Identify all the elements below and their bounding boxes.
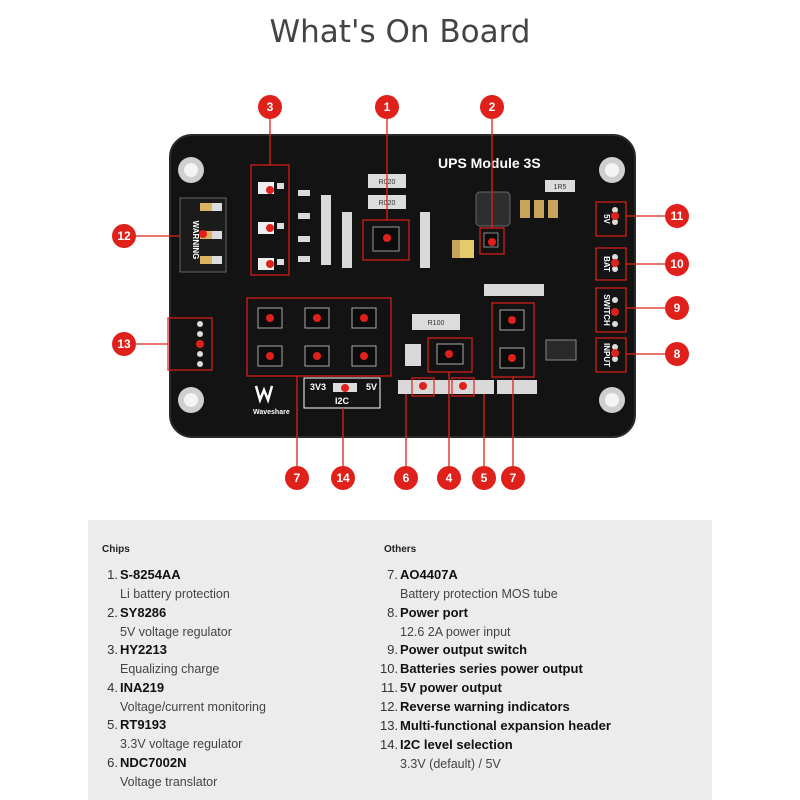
callout-2: 2 bbox=[480, 95, 504, 119]
mounting-holes bbox=[178, 157, 625, 413]
legend-item-desc: Li battery protection bbox=[120, 587, 230, 601]
legend-item-name: RT9193 bbox=[120, 717, 167, 732]
legend-item-desc: 3.3V voltage regulator bbox=[120, 737, 243, 751]
callout-label: 8 bbox=[674, 347, 681, 361]
callout-label: 9 bbox=[674, 301, 681, 315]
legend-item-name: NDC7002N bbox=[120, 754, 187, 770]
callout-label: 2 bbox=[489, 100, 496, 114]
legend-item-name: Power output switch bbox=[400, 642, 528, 657]
conn-input: INPUT bbox=[602, 343, 611, 367]
callout-label: 13 bbox=[117, 337, 131, 351]
callout-7: 7 bbox=[501, 466, 525, 490]
others-heading: Others bbox=[384, 544, 417, 555]
callout-label: 10 bbox=[670, 257, 684, 271]
callout-8: 8 bbox=[665, 342, 689, 366]
legend-item-name: SY8286 bbox=[120, 604, 167, 620]
board-diagram: UPS Module 3S WARNING R020 R020 1R5 R100 bbox=[112, 95, 689, 490]
legend-item-desc: Voltage translator bbox=[120, 774, 218, 789]
page-title: What's On Board bbox=[269, 14, 531, 50]
callout-label: 6 bbox=[403, 471, 410, 485]
legend-item-number: 13. bbox=[380, 718, 399, 733]
brand: Waveshare bbox=[253, 409, 290, 416]
callout-12: 12 bbox=[112, 224, 136, 248]
legend-item-number: 5. bbox=[107, 717, 118, 732]
sel-3v3: 3V3 bbox=[310, 382, 326, 392]
legend-item-desc: Voltage/current monitoring bbox=[120, 699, 266, 714]
callout-5: 5 bbox=[472, 466, 496, 490]
legend-item-desc: Equalizing charge bbox=[120, 662, 220, 676]
legend-item-name: HY2213 bbox=[120, 642, 167, 657]
callout-1: 1 bbox=[375, 95, 399, 119]
callout-label: 11 bbox=[671, 209, 684, 223]
legend-item-number: 12. bbox=[380, 699, 399, 714]
callout-11: 11 bbox=[665, 204, 689, 228]
legend-item-number: 1. bbox=[107, 567, 118, 582]
legend-item-desc: Battery protection MOS tube bbox=[400, 587, 558, 601]
callout-14: 14 bbox=[331, 466, 355, 490]
sel-5v: 5V bbox=[366, 382, 377, 392]
callout-9: 9 bbox=[665, 296, 689, 320]
legend-item-number: 7. bbox=[387, 567, 398, 582]
legend-item-number: 6. bbox=[107, 754, 118, 770]
conn-switch: SWITCH bbox=[602, 294, 611, 326]
i2c-label: I2C bbox=[335, 396, 350, 406]
legend-item-number: 9. bbox=[387, 642, 398, 657]
callout-label: 14 bbox=[336, 471, 350, 485]
callout-label: 3 bbox=[267, 100, 274, 114]
callout-label: 4 bbox=[446, 471, 453, 485]
component-markers bbox=[196, 186, 619, 392]
warning-label: WARNING bbox=[191, 221, 200, 260]
callout-6: 6 bbox=[394, 466, 418, 490]
legend-item-desc: 5V voltage regulator bbox=[120, 624, 232, 639]
callout-13: 13 bbox=[112, 332, 136, 356]
legend-item-name: Batteries series power output bbox=[400, 661, 583, 676]
right-connectors: 5V BAT SWITCH INPUT bbox=[595, 201, 627, 373]
legend-item-number: 3. bbox=[107, 642, 118, 657]
legend-item-desc: 12.6 2A power input bbox=[400, 624, 511, 639]
conn-bat: BAT bbox=[602, 256, 611, 272]
callout-label: 12 bbox=[117, 229, 131, 243]
callout-label: 1 bbox=[384, 100, 391, 114]
legend-item-number: 4. bbox=[107, 679, 118, 695]
legend-item-number: 2. bbox=[107, 604, 118, 620]
callout-7: 7 bbox=[285, 466, 309, 490]
legend-item-name: 5V power output bbox=[400, 680, 502, 695]
legend-item-desc: 3.3V (default) / 5V bbox=[400, 757, 501, 771]
legend-panel bbox=[88, 520, 712, 800]
chips-heading: Chips bbox=[102, 544, 130, 555]
legend-item-number: 10. bbox=[380, 661, 399, 676]
r100: R100 bbox=[428, 320, 445, 327]
legend-item-name: Power port bbox=[400, 604, 468, 620]
legend-item-name: Multi-functional expansion header bbox=[400, 718, 611, 733]
legend-item-name: INA219 bbox=[120, 679, 165, 695]
legend-item-name: I2C level selection bbox=[400, 737, 513, 752]
legend-item-number: 8. bbox=[387, 604, 398, 620]
legend-item-number: 11. bbox=[380, 680, 398, 695]
legend-item-name: S-8254AA bbox=[120, 567, 181, 582]
legend-item-number: 14. bbox=[380, 737, 399, 752]
callout-4: 4 bbox=[437, 466, 461, 490]
legend-item-name: AO4407A bbox=[400, 567, 458, 582]
conn-5v: 5V bbox=[602, 214, 611, 224]
callout-10: 10 bbox=[665, 252, 689, 276]
legend-item-name: Reverse warning indicators bbox=[400, 699, 570, 714]
callout-label: 7 bbox=[294, 471, 301, 485]
board-name: UPS Module 3S bbox=[438, 155, 541, 171]
callout-label: 7 bbox=[510, 471, 517, 485]
callout-3: 3 bbox=[258, 95, 282, 119]
waveshare-logo bbox=[254, 385, 274, 404]
leader-lines bbox=[136, 118, 665, 466]
callout-label: 5 bbox=[481, 471, 488, 485]
inductor-label: 1R5 bbox=[554, 184, 567, 191]
